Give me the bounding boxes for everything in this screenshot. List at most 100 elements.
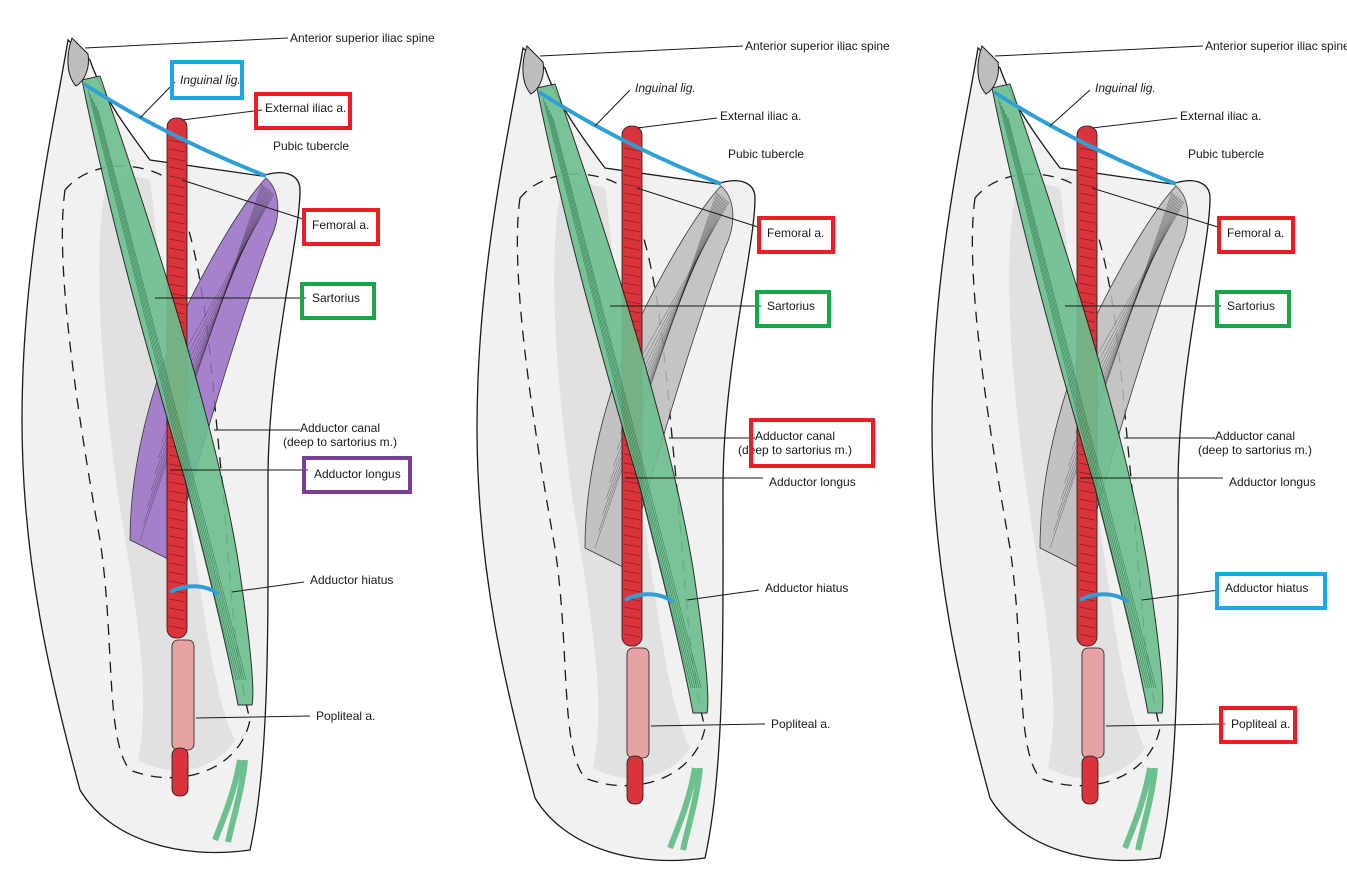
artery-ring [623,552,641,557]
adductor-hiatus-band [169,584,220,596]
artery-ring [623,633,641,638]
sartorius-fiber [93,101,243,681]
popliteal-artery-distal [171,747,189,797]
artery-ring [168,139,186,144]
artery-ring [1078,183,1096,188]
sartorius-fiber [552,117,702,689]
artery-ring [623,525,641,530]
highlight-box-femoral [757,216,835,254]
label-sartorius: Sartorius [312,291,360,305]
artery-ring [168,202,186,207]
label-popliteal: Popliteal a. [316,709,375,723]
artery-ring [623,192,641,197]
leader-line-femoral [636,187,762,229]
label-canal-2: (deep to sartorius m.) [738,443,852,457]
sartorius-tendon [667,767,703,851]
label-popliteal: Popliteal a. [1231,717,1290,731]
sartorius-fiber [999,101,1149,689]
sartorius-fiber [546,105,696,689]
label-hiatus: Adductor hiatus [310,573,393,587]
artery-ring [1078,237,1096,242]
label-canal-2: (deep to sartorius m.) [1198,443,1312,457]
label-pubic: Pubic tubercle [1188,147,1264,161]
label-asis: Anterior superior iliac spine [290,31,435,45]
leader-line-popliteal [195,715,311,719]
artery-ring [1078,543,1096,548]
label-inguinal: Inguinal lig. [1095,81,1156,95]
artery-ring [1078,264,1096,269]
leader-line-asis [539,45,744,57]
highlight-box-longus [302,456,412,494]
asis-bone [977,45,999,95]
highlight-box-popliteal [1219,706,1297,744]
artery-ring [623,183,641,188]
artery-ring [168,472,186,477]
artery-ring [1078,201,1096,206]
adductor-fiber [634,201,730,369]
label-external-iliac: External iliac a. [1180,109,1261,123]
artery-ring [623,147,641,152]
artery-ring [623,534,641,539]
popliteal-artery [626,647,650,759]
adductor-fiber [1089,201,1185,369]
adductor-fiber [1086,200,1184,385]
sartorius-fiber [1001,105,1151,689]
artery-ring [1078,552,1096,557]
artery-ring [168,535,186,540]
artery-ring [168,562,186,567]
artery-ring [623,219,641,224]
artery-ring [168,490,186,495]
sartorius-fiber [89,93,239,681]
artery-ring [1078,624,1096,629]
inguinal-ligament [992,90,1177,186]
highlight-box-external-iliac [254,92,352,130]
sartorius-fiber [1003,109,1153,689]
label-hiatus: Adductor hiatus [1225,581,1308,595]
artery-ring [1078,255,1096,260]
leader-line-femoral [181,179,307,221]
artery-ring [623,498,641,503]
label-popliteal: Popliteal a. [771,717,830,731]
artery-ring [1078,498,1096,503]
artery-ring [1078,147,1096,152]
adductor-fiber [631,200,729,385]
artery-ring [168,607,186,612]
artery-ring [623,237,641,242]
label-femoral: Femoral a. [1227,226,1284,240]
artery-ring [1078,507,1096,512]
artery-ring [623,201,641,206]
sartorius-fiber [548,109,698,689]
artery-ring [168,256,186,261]
artery-ring [1078,534,1096,539]
adductor-fiber [594,191,718,549]
popliteal-artery-distal [626,755,644,805]
label-inguinal: Inguinal lig. [635,81,696,95]
sartorius-tendon [1122,767,1158,851]
artery-ring [623,588,641,593]
label-external-iliac: External iliac a. [265,101,346,115]
label-sartorius: Sartorius [767,299,815,313]
artery-ring [168,175,186,180]
artery-ring [1078,561,1096,566]
artery-ring [168,553,186,558]
label-longus: Adductor longus [1229,475,1316,489]
sartorius-fiber [542,97,692,689]
highlight-box-canal [749,418,875,468]
artery-ring [168,247,186,252]
artery-ring [1078,588,1096,593]
label-canal-1: Adductor canal [1215,429,1295,443]
highlight-box-sartorius [300,282,376,320]
artery-ring [1078,246,1096,251]
sartorius-fiber [95,105,245,681]
adductor-fiber [139,183,263,541]
highlight-box-sartorius [1215,290,1291,328]
artery-ring [168,625,186,630]
sartorius-fiber [97,109,247,681]
artery-ring [168,598,186,603]
popliteal-artery [171,639,195,751]
adductor-hiatus-band [624,592,675,604]
label-asis: Anterior superior iliac spine [1205,39,1347,53]
leader-line-hiatus [686,589,760,601]
artery-ring [1078,579,1096,584]
artery-ring [1078,516,1096,521]
